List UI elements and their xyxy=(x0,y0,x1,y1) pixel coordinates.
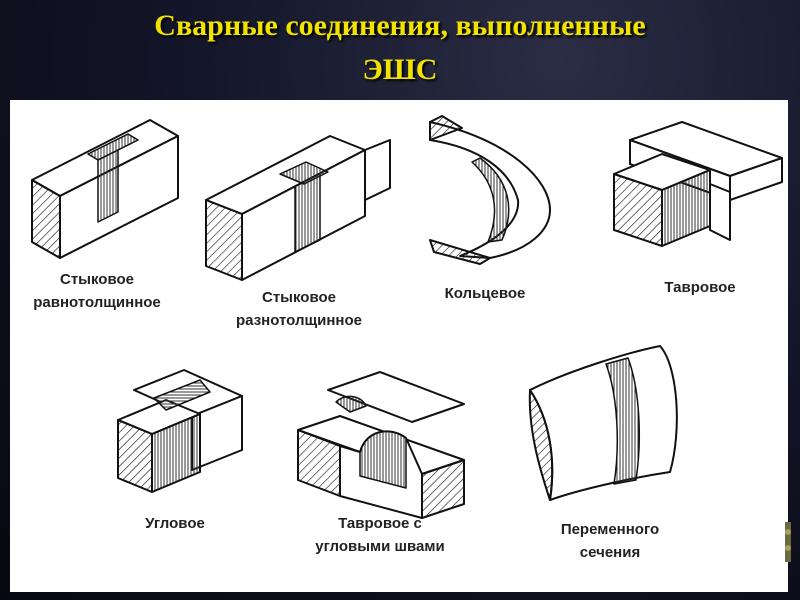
label-butt-unequal-line1: Стыковое xyxy=(262,289,336,306)
variable-section-joint-figure xyxy=(528,345,678,501)
butt-equal-joint-figure xyxy=(31,119,179,259)
label-corner: Угловое xyxy=(120,512,230,535)
label-variable: Переменного сечения xyxy=(540,518,680,564)
label-butt-unequal-line2: разнотолщинное xyxy=(236,312,362,329)
label-ring-line1: Кольцевое xyxy=(444,285,526,302)
ring-joint-figure xyxy=(429,115,551,265)
label-butt-equal-line2: равнотолщинное xyxy=(33,294,161,311)
label-tee-fillet-line1: Тавровое с xyxy=(338,515,422,532)
label-tee: Тавровое xyxy=(640,276,760,299)
slide-title: Сварные соединения, выполненные ЭШС xyxy=(0,4,800,92)
diagram-panel: Стыковое равнотолщинное Стыковое разното… xyxy=(10,100,788,592)
label-tee-fillet: Тавровое с угловыми швами xyxy=(290,512,470,558)
label-ring: Кольцевое xyxy=(420,282,550,305)
label-butt-unequal: Стыковое разнотолщинное xyxy=(224,286,374,332)
tee-fillet-joint-figure xyxy=(297,371,465,519)
label-butt-equal-line1: Стыковое xyxy=(60,271,134,288)
butt-unequal-joint-figure xyxy=(205,135,391,281)
label-butt-equal: Стыковое равнотолщинное xyxy=(10,268,184,314)
label-variable-line2: сечения xyxy=(579,544,641,561)
label-tee-fillet-line2: угловыми швами xyxy=(315,538,445,555)
tee-joint-figure xyxy=(613,121,783,247)
slide-title-line1: Сварные соединения, выполненные xyxy=(154,9,646,42)
corner-ornament-icon xyxy=(785,522,791,562)
label-corner-line1: Угловое xyxy=(145,515,205,532)
slide-title-line2: ЭШС xyxy=(362,53,438,86)
joints-drawing xyxy=(31,115,783,519)
label-variable-line1: Переменного xyxy=(560,521,660,538)
label-tee-line1: Тавровое xyxy=(664,279,736,296)
corner-joint-figure xyxy=(117,369,243,493)
